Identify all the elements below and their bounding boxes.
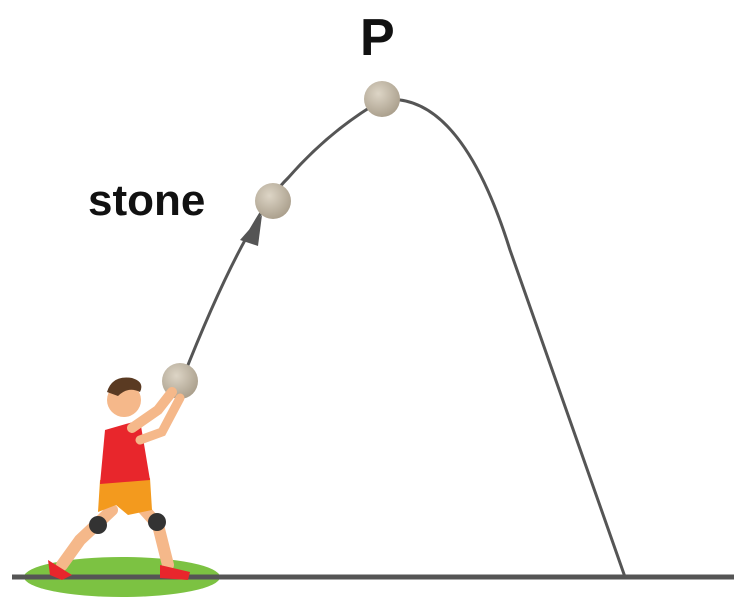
- stone-at-apex-p: [364, 81, 400, 117]
- boy-thrower-figure: [48, 377, 190, 580]
- direction-arrow-icon: [240, 215, 262, 246]
- stone-label: stone: [88, 176, 206, 225]
- trajectory-path: [180, 97, 627, 578]
- stone-rising: [255, 183, 291, 219]
- apex-label-p: P: [360, 9, 395, 67]
